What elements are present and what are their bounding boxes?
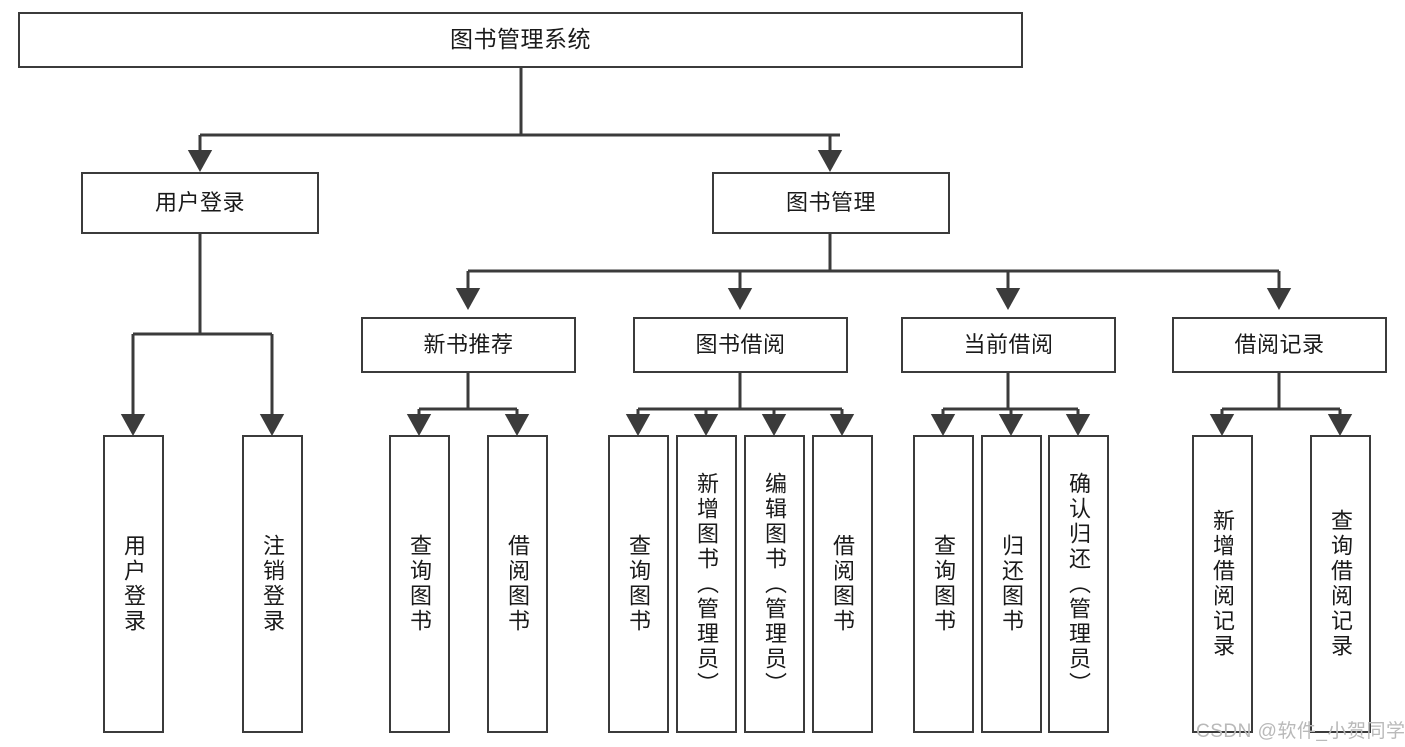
node-borrow-record[interactable]: 借阅记录: [1172, 317, 1387, 373]
node-leaf-add-record[interactable]: 新增借阅记录: [1192, 435, 1253, 733]
node-leaf-user-login-label: 用户登录: [121, 534, 147, 634]
node-leaf-logout-login-label: 注销登录: [260, 534, 286, 634]
node-book-borrow[interactable]: 图书借阅: [633, 317, 848, 373]
node-book-manage[interactable]: 图书管理: [712, 172, 950, 234]
node-leaf-edit-book[interactable]: 编辑图书（管理员）: [744, 435, 805, 733]
node-leaf-borrow-book-1-label: 借阅图书: [505, 534, 531, 634]
node-leaf-confirm-return-label: 确认归还（管理员）: [1066, 471, 1092, 697]
node-leaf-query-book-2[interactable]: 查询图书: [608, 435, 669, 733]
node-leaf-borrow-book-2[interactable]: 借阅图书: [812, 435, 873, 733]
node-leaf-confirm-return[interactable]: 确认归还（管理员）: [1048, 435, 1109, 733]
node-leaf-borrow-book-2-label: 借阅图书: [830, 534, 856, 634]
node-leaf-add-book[interactable]: 新增图书（管理员）: [676, 435, 737, 733]
node-current-borrow[interactable]: 当前借阅: [901, 317, 1116, 373]
node-leaf-logout-login[interactable]: 注销登录: [242, 435, 303, 733]
node-new-book-recommend[interactable]: 新书推荐: [361, 317, 576, 373]
node-leaf-query-book-1-label: 查询图书: [407, 534, 433, 634]
node-root[interactable]: 图书管理系统: [18, 12, 1023, 68]
node-root-label: 图书管理系统: [450, 26, 591, 53]
node-leaf-query-book-3-label: 查询图书: [931, 534, 957, 634]
watermark-text: CSDN @软件_小贺同学: [1196, 721, 1405, 742]
node-new-book-recommend-label: 新书推荐: [423, 332, 514, 358]
node-leaf-return-book-label: 归还图书: [999, 534, 1025, 634]
node-leaf-user-login[interactable]: 用户登录: [103, 435, 164, 733]
node-borrow-record-label: 借阅记录: [1234, 332, 1325, 358]
node-leaf-borrow-book-1[interactable]: 借阅图书: [487, 435, 548, 733]
node-leaf-add-book-label: 新增图书（管理员）: [694, 471, 720, 697]
node-user-login-label: 用户登录: [154, 190, 245, 216]
node-leaf-query-record-label: 查询借阅记录: [1328, 509, 1354, 659]
node-leaf-edit-book-label: 编辑图书（管理员）: [762, 471, 788, 697]
node-leaf-add-record-label: 新增借阅记录: [1210, 509, 1236, 659]
node-book-manage-label: 图书管理: [785, 190, 876, 216]
node-leaf-return-book[interactable]: 归还图书: [981, 435, 1042, 733]
node-leaf-query-book-2-label: 查询图书: [626, 534, 652, 634]
node-current-borrow-label: 当前借阅: [963, 332, 1054, 358]
node-leaf-query-book-3[interactable]: 查询图书: [913, 435, 974, 733]
node-leaf-query-book-1[interactable]: 查询图书: [389, 435, 450, 733]
node-book-borrow-label: 图书借阅: [695, 332, 786, 358]
node-leaf-query-record[interactable]: 查询借阅记录: [1310, 435, 1371, 733]
node-user-login[interactable]: 用户登录: [81, 172, 319, 234]
